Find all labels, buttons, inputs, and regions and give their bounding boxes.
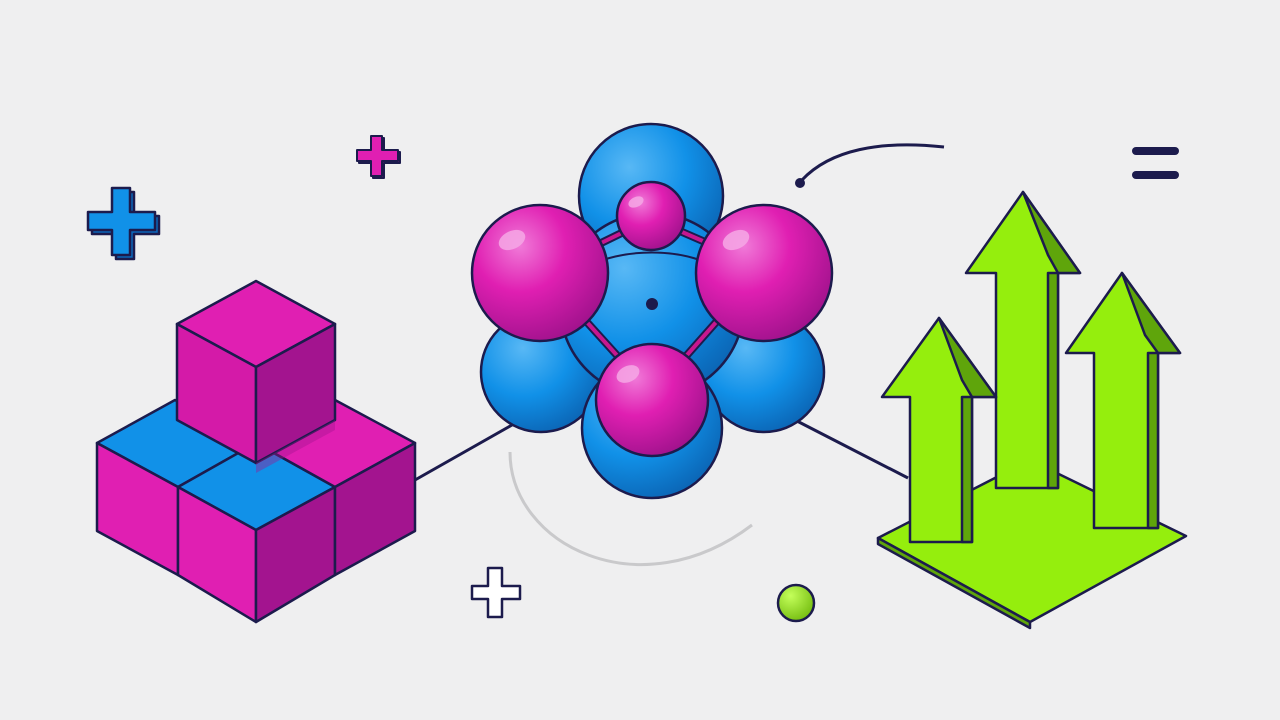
- cube-side-face: [333, 441, 417, 577]
- right-arrow: [1064, 271, 1182, 530]
- right-connector-line: [794, 418, 909, 480]
- curved-arc: [508, 451, 753, 566]
- left-connector-line: [414, 423, 513, 482]
- left-arrow: [880, 316, 998, 544]
- molecule-cluster-illustration: [470, 122, 834, 500]
- connector-lines: [414, 418, 909, 482]
- equals-icon: [1132, 147, 1179, 179]
- tall-arrow: [964, 190, 1082, 490]
- rising-arrows-illustration: [876, 190, 1188, 630]
- plus-icon: [470, 566, 522, 619]
- cube-side-face: [254, 322, 337, 465]
- plus-icon: [86, 186, 161, 261]
- curved-line: [800, 143, 945, 182]
- magenta-sphere: [694, 203, 834, 343]
- plus-icon: [356, 135, 401, 179]
- dot-marker: [795, 178, 805, 188]
- magenta-sphere-small: [615, 180, 687, 252]
- magenta-sphere: [470, 203, 610, 343]
- molecule-center-dot: [646, 298, 658, 310]
- magenta-sphere: [594, 342, 710, 458]
- green-dot: [776, 583, 816, 623]
- stacked-cubes-illustration: [95, 279, 417, 624]
